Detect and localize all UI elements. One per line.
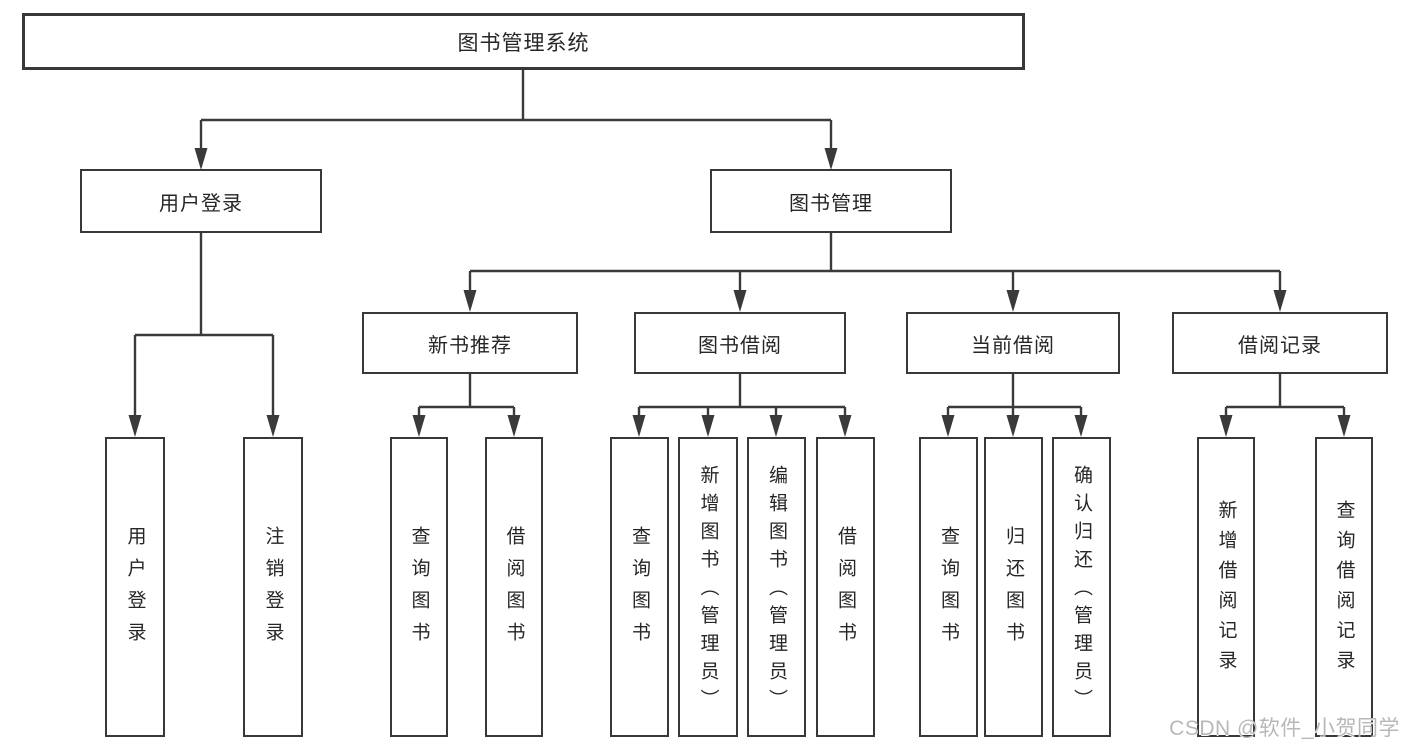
leaf-records-add-record: 新增借阅记录 [1197,437,1255,737]
csdn-watermark: CSDN @软件_小贺同学 [1169,717,1400,740]
connector-current-borrowing-children [941,374,1088,437]
connector-book-borrowing-children [632,374,852,437]
leaf-logout: 注销登录 [243,437,303,737]
node-borrowing-records: 借阅记录 [1172,312,1388,374]
leaf-current-confirm-return-admin: 确认归还（管理员） [1052,437,1111,737]
leaf-recommend-borrow-books: 借阅图书 [485,437,543,737]
leaf-current-query-books: 查询图书 [919,437,978,737]
connector-book-management-children [463,233,1287,312]
leaf-borrowing-borrow-books: 借阅图书 [816,437,875,737]
leaf-current-return-books: 归还图书 [984,437,1043,737]
connector-new-book-recommend-children [412,374,521,437]
node-book-borrowing: 图书借阅 [634,312,846,374]
node-new-book-recommend: 新书推荐 [362,312,578,374]
node-current-borrowing: 当前借阅 [906,312,1120,374]
connector-user-login-children [128,233,280,437]
leaf-recommend-query-books: 查询图书 [390,437,448,737]
leaf-user-login: 用户登录 [105,437,165,737]
leaf-borrowing-add-books-admin: 新增图书（管理员） [678,437,738,737]
node-book-management: 图书管理 [710,169,952,233]
leaf-records-query-record: 查询借阅记录 [1315,437,1373,737]
leaf-borrowing-edit-books-admin: 编辑图书（管理员） [747,437,806,737]
node-root-system: 图书管理系统 [22,13,1025,70]
connector-root-to-level2 [194,70,838,170]
connector-borrowing-records-children [1219,374,1351,437]
node-user-login: 用户登录 [80,169,322,233]
leaf-borrowing-query-books: 查询图书 [610,437,669,737]
